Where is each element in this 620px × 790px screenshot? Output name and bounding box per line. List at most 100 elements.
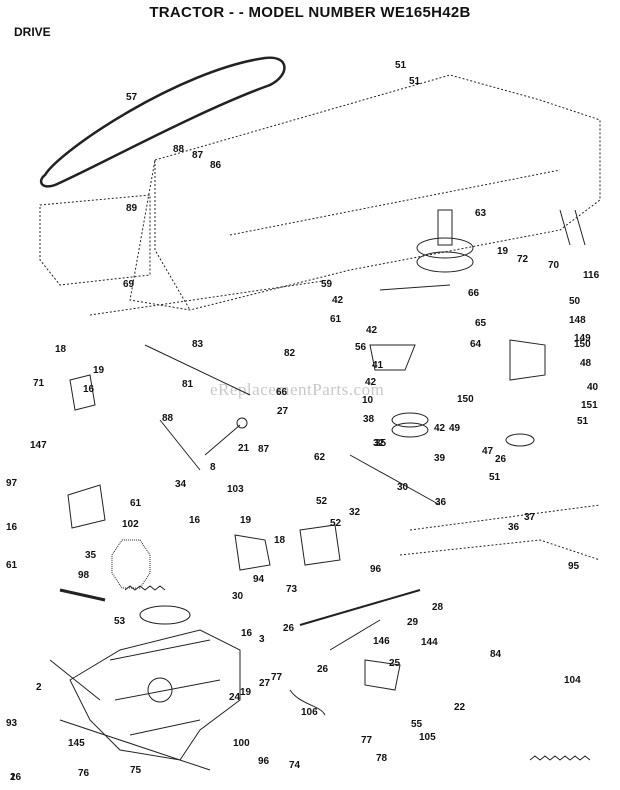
part-callout-100: 100 [233,738,250,749]
part-callout-81: 81 [182,379,194,390]
part-callout-78: 78 [376,753,388,764]
part-callout-69: 69 [123,279,135,290]
part-callout-16: 16 [83,384,95,395]
part-callout-28: 28 [432,602,444,613]
part-callout-40: 40 [587,382,599,393]
part-callout-151: 151 [581,400,598,411]
part-callout-42: 42 [434,423,446,434]
transaxle-drawing [49,629,241,771]
part-callout-26: 26 [10,772,22,783]
part-callout-86: 86 [210,160,222,171]
part-callout-116: 116 [583,270,600,281]
part-callout-62: 62 [314,452,326,463]
part-callout-16: 16 [189,515,201,526]
part-callout-71: 71 [33,378,45,389]
part-callout-51: 51 [577,416,589,427]
part-callout-76: 76 [78,768,90,779]
part-callout-26: 26 [495,454,507,465]
part-callout-82: 82 [284,348,296,359]
part-callout-88: 88 [173,144,185,155]
part-callout-72: 72 [517,254,529,265]
part-callout-16: 16 [6,522,18,533]
linkage-drawing [59,209,591,761]
part-callout-77: 77 [271,672,283,683]
part-callout-103: 103 [227,484,244,495]
part-callout-87: 87 [192,150,204,161]
part-callout-37: 37 [524,512,536,523]
part-callout-19: 19 [240,515,252,526]
part-callout-27: 27 [259,678,271,689]
part-callout-35: 35 [85,550,97,561]
section-label: DRIVE [14,25,51,39]
part-callout-104: 104 [564,675,581,686]
part-callout-36: 36 [435,497,447,508]
part-callout-22: 22 [454,702,466,713]
part-callout-87: 87 [258,444,270,455]
part-callout-63: 63 [475,208,487,219]
part-callout-51: 51 [409,76,421,87]
part-callout-147: 147 [30,440,47,451]
part-callout-106: 106 [301,707,318,718]
part-callout-150: 150 [574,339,591,350]
part-callout-77: 77 [361,735,373,746]
part-callout-59: 59 [321,279,333,290]
diagram-title: TRACTOR - - MODEL NUMBER WE165H42B [149,4,471,21]
part-callout-57: 57 [126,92,138,103]
part-callout-24: 24 [229,692,241,703]
part-callout-61: 61 [6,560,18,571]
part-callout-102: 102 [122,519,139,530]
part-callout-19: 19 [497,246,509,257]
belt-drawing [39,56,286,188]
pulley-drawing [139,209,535,625]
part-callout-88: 88 [162,413,174,424]
part-callout-39: 39 [434,453,446,464]
part-callout-27: 27 [277,406,289,417]
part-callout-3: 3 [259,634,265,645]
part-callout-48: 48 [580,358,592,369]
part-callout-2: 2 [36,682,42,693]
part-callout-146: 146 [373,636,390,647]
part-callout-18: 18 [55,344,67,355]
part-callout-36: 36 [508,522,520,533]
watermark: eReplacementParts.com [210,380,385,399]
part-callout-65: 65 [475,318,487,329]
part-callout-144: 144 [421,637,438,648]
part-callout-73: 73 [286,584,298,595]
part-callout-10: 10 [362,395,374,406]
bracket-drawing [67,339,546,691]
part-callout-47: 47 [482,446,494,457]
part-callout-148: 148 [569,315,586,326]
part-callout-8: 8 [210,462,216,473]
part-callout-53: 53 [114,616,126,627]
part-callout-105: 105 [419,732,436,743]
part-callout-93: 93 [6,718,18,729]
part-callout-96: 96 [258,756,270,767]
part-callout-19: 19 [93,365,105,376]
part-callout-30: 30 [232,591,244,602]
part-callout-38: 38 [363,414,375,425]
part-callout-41: 41 [372,360,384,371]
part-callout-145: 145 [68,738,85,749]
part-callout-49: 49 [449,423,461,434]
part-callout-26: 26 [317,664,329,675]
part-callout-42: 42 [332,295,344,306]
part-callout-55: 55 [411,719,423,730]
part-callout-21: 21 [238,443,250,454]
part-callout-16: 16 [241,628,253,639]
part-callout-83: 83 [192,339,204,350]
part-callout-84: 84 [490,649,502,660]
part-callout-97: 97 [6,478,18,489]
part-callout-94: 94 [253,574,265,585]
part-callout-50: 50 [569,296,581,307]
part-callout-64: 64 [470,339,482,350]
part-callout-149: 149 [574,333,591,344]
part-callout-98: 98 [78,570,90,581]
part-callout-66: 66 [468,288,480,299]
part-callout-95: 95 [568,561,580,572]
part-callout-1: 1 [10,772,16,783]
part-callout-66: 66 [276,387,288,398]
part-callout-42: 42 [365,377,377,388]
part-callout-70: 70 [548,260,560,271]
